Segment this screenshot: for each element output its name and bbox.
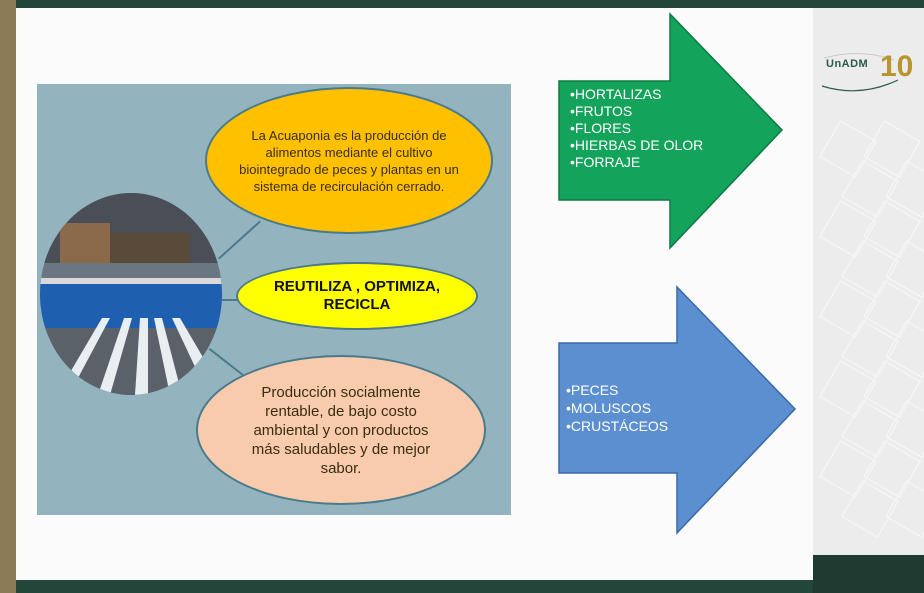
benefit-bubble: Producción socialmente rentable, de bajo… bbox=[196, 355, 486, 505]
side-bottom-bar bbox=[813, 555, 924, 593]
slogan-text: REUTILIZA , OPTIMIZA, RECICLA bbox=[273, 278, 441, 313]
slogan-bubble: REUTILIZA , OPTIMIZA, RECICLA bbox=[236, 262, 478, 330]
side-decor-panel bbox=[813, 8, 924, 580]
animals-item: MOLUSCOS bbox=[566, 399, 668, 417]
animals-list: PECES MOLUSCOS CRUSTÁCEOS bbox=[566, 381, 668, 435]
plants-item: HIERBAS DE OLOR bbox=[570, 137, 703, 154]
aquaponics-photo bbox=[40, 193, 222, 395]
plants-list: HORTALIZAS FRUTOS FLORES HIERBAS DE OLOR… bbox=[570, 86, 703, 171]
definition-text: La Acuaponia es la producción de aliment… bbox=[239, 127, 459, 194]
plants-item: FRUTOS bbox=[570, 103, 703, 120]
definition-bubble: La Acuaponia es la producción de aliment… bbox=[205, 87, 493, 234]
animals-item: CRUSTÁCEOS bbox=[566, 417, 668, 435]
logo-years: 10 bbox=[880, 50, 914, 83]
logo-brand: UnADM bbox=[826, 58, 869, 70]
plants-item: FORRAJE bbox=[570, 154, 703, 171]
connector-line bbox=[222, 299, 238, 301]
left-border bbox=[0, 0, 16, 593]
bottom-border bbox=[16, 580, 813, 593]
benefit-text: Producción socialmente rentable, de bajo… bbox=[251, 383, 431, 477]
plants-item: FLORES bbox=[570, 120, 703, 137]
animals-arrow bbox=[558, 285, 797, 535]
animals-item: PECES bbox=[566, 381, 668, 399]
plants-item: HORTALIZAS bbox=[570, 86, 703, 103]
top-border bbox=[16, 0, 924, 8]
unadm-logo bbox=[821, 52, 899, 92]
